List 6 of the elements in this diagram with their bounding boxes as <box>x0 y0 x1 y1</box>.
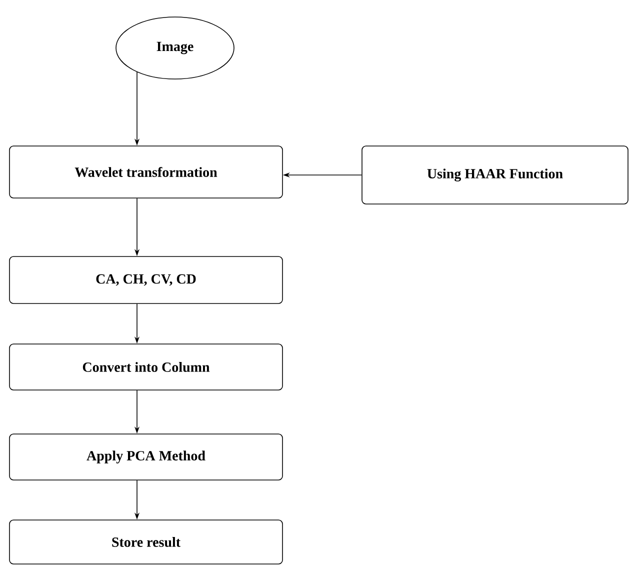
process-box: CA, CH, CV, CD <box>9 256 283 304</box>
process-box: Using HAAR Function <box>362 146 628 204</box>
process-box: Apply PCA Method <box>9 434 283 480</box>
process-box: Store result <box>9 520 283 564</box>
process-box: Convert into Column <box>9 344 283 390</box>
process-box: Wavelet transformation <box>9 146 283 198</box>
